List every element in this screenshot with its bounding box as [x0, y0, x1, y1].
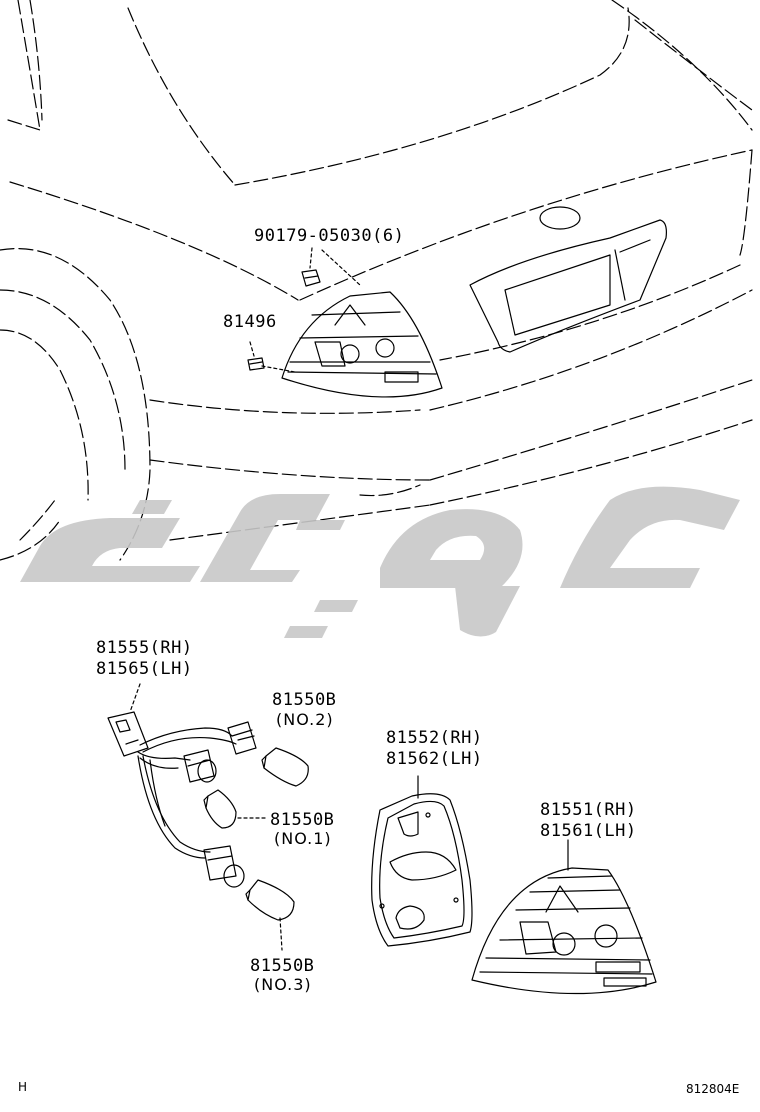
- leader-lines-bulbs: [129, 683, 283, 951]
- socket-and-wire: [107, 711, 257, 888]
- gasket-part-rh: 81552(RH): [386, 728, 483, 748]
- license-plate-recess: [469, 219, 667, 353]
- rear-combination-lamp: [471, 839, 657, 995]
- lamp-assy-part-rh: 81551(RH): [540, 800, 637, 820]
- screw-quantity: (6): [372, 226, 405, 246]
- footer-code: H: [18, 1080, 28, 1094]
- lamp-assy-part-lh: 81561(LH): [540, 821, 637, 841]
- watermark-logo: [20, 486, 740, 638]
- socket-wire-part-lh: 81565(LH): [96, 659, 193, 679]
- plug-part-number: 81496: [223, 312, 277, 332]
- gasket: [371, 775, 473, 947]
- bulb-no1: [203, 789, 237, 829]
- bulb-no3-part-number: 81550B: [250, 956, 315, 976]
- plug-hole: [247, 357, 265, 371]
- bulb-no2-note: (NO.2): [276, 710, 334, 729]
- bulb-no3-note: (NO.3): [254, 975, 312, 994]
- bulb-no1-part-number: 81550B: [270, 810, 335, 830]
- car-body-outline: [0, 0, 753, 561]
- installed-tail-lamp: [281, 291, 443, 398]
- screw-part-number: 90179-05030: [254, 226, 373, 246]
- screw-callout: 90179-05030(6): [254, 226, 404, 246]
- bulb-no2-part-number: 81550B: [272, 690, 337, 710]
- leader-lines-car: [249, 247, 361, 373]
- bulb-no3: [245, 879, 295, 921]
- gasket-part-lh: 81562(LH): [386, 749, 483, 769]
- mounting-nut: [301, 269, 321, 287]
- bulb-no1-note: (NO.1): [274, 829, 332, 848]
- bulb-no2: [261, 747, 309, 787]
- figure-id: 812804E: [686, 1082, 740, 1096]
- socket-wire-part-rh: 81555(RH): [96, 638, 193, 658]
- trunk-emblem: [539, 206, 581, 230]
